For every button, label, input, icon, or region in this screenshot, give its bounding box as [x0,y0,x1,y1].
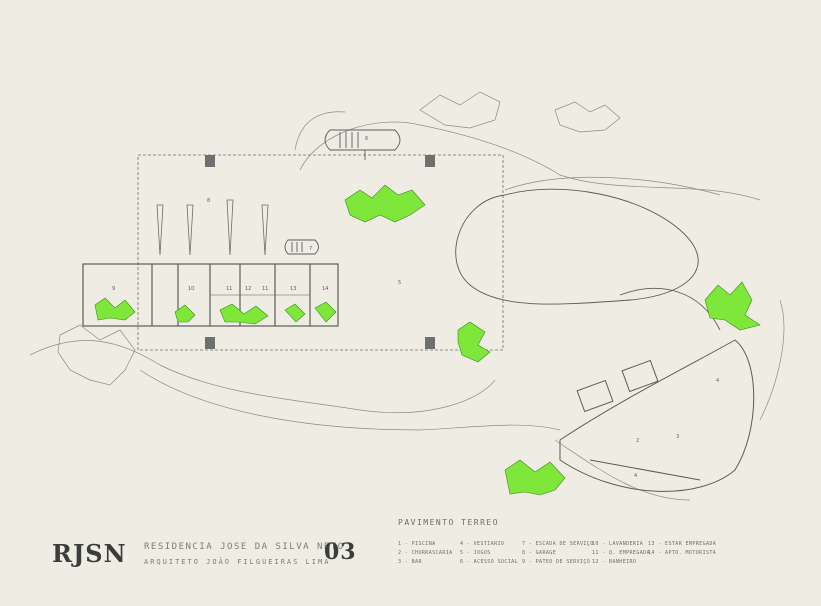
floor-title: PAVIMENTO TERREO [398,518,500,527]
structural-columns [205,155,435,349]
leisure-pavilion [559,339,755,492]
legend-item: 13 - ESTAR EMPREGADA [648,541,717,547]
room-label: 11 [226,286,232,292]
room-label: 4 [634,473,637,479]
legend-item: 11 - Q. EMPREGADA [592,550,650,556]
room-label: 7 [309,246,312,252]
stair-towers [284,129,401,255]
legend-item: 10 - LAVANDERIA [592,541,644,547]
title-block: RJSN RESIDENCIA JOSE DA SILVA NETO ARQUI… [52,518,772,588]
sheet-number: 03 [324,539,357,565]
room-label: 6 [365,136,368,142]
room-label: 2 [636,438,639,444]
room-label: 11 [262,286,268,292]
legend-item: 12 - BANHEIRO [592,559,637,565]
landscape-contours [29,111,785,501]
legend-item: 8 - GARAGE [522,550,557,556]
legend-item: 5 - JOGOS [460,550,491,556]
legend-item: 2 - CHURRASCARIA [398,550,453,556]
swimming-pool [455,188,721,331]
legend-item: 1 - PISCINA [398,541,436,547]
architect-name: ARQUITETO JOÃO FILGUEIRAS LIMA [144,558,331,566]
roof-outline [137,154,504,351]
legend-item: 7 - ESCADA DE SERVIÇO [522,541,594,547]
room-label: 5 [398,280,401,286]
room-label: 10 [188,286,194,292]
legend-item: 4 - VESTIARIO [460,541,505,547]
room-label: 12 [245,286,251,292]
project-name: RESIDENCIA JOSE DA SILVA NETO [144,542,345,552]
room-legend: 1 - PISCINA 2 - CHURRASCARIA 3 - BAR 4 -… [398,541,718,567]
legend-item: 9 - PATEO DE SERVIÇO [522,559,591,565]
room-label: 4 [716,378,719,384]
room-label: 9 [112,286,115,292]
room-label: 3 [676,434,679,440]
room-label: 8 [207,198,210,204]
garage-markers [156,199,269,256]
legend-item: 3 - BAR [398,559,422,565]
trees [94,184,761,496]
room-labels: 9 10 11 12 11 13 14 8 7 5 6 2 3 4 4 [112,136,719,479]
room-label: 13 [290,286,296,292]
legend-item: 6 - ACESSO SOCIAL [460,559,518,565]
legend-item: 14 - APTO. MOTORISTA [648,550,717,556]
tree-outlines [57,91,621,386]
firm-logo: RJSN [52,539,127,568]
room-label: 14 [322,286,328,292]
